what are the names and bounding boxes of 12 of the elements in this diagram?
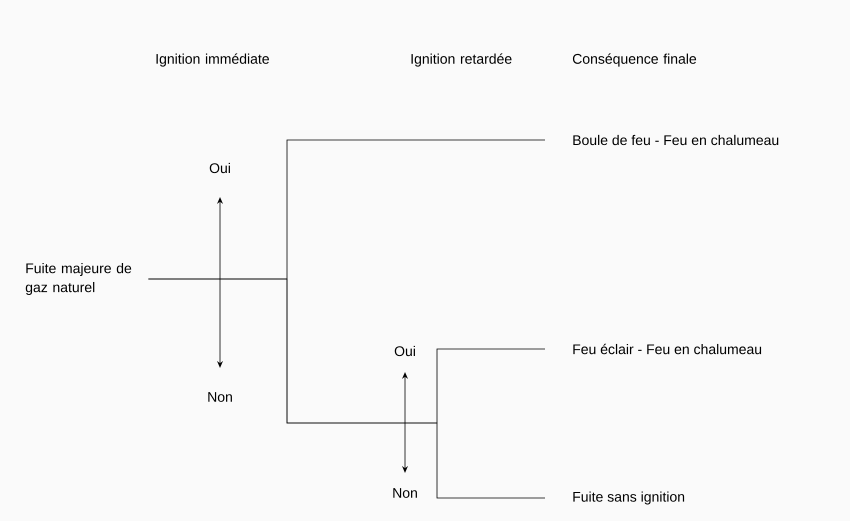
column-heading: Conséquence finale	[572, 53, 696, 67]
outcome-label: Fuite sans ignition	[573, 491, 684, 505]
outcome-label: Feu éclair - Feu en chalumeau	[573, 344, 762, 354]
event-label: Fuite majeure de gaz naturel	[26, 262, 132, 296]
outcome-label: Boule de feu - Feu en chalumeau	[573, 134, 778, 146]
answer-label: Oui	[210, 162, 230, 174]
column-heading: Ignition immédiate	[156, 53, 269, 67]
answer-label: Non	[208, 392, 232, 402]
answer-label: Oui	[394, 346, 415, 356]
answer-label: Non	[393, 488, 417, 498]
column-heading: Ignition retardée	[412, 53, 512, 67]
tree-branch	[148, 278, 546, 498]
